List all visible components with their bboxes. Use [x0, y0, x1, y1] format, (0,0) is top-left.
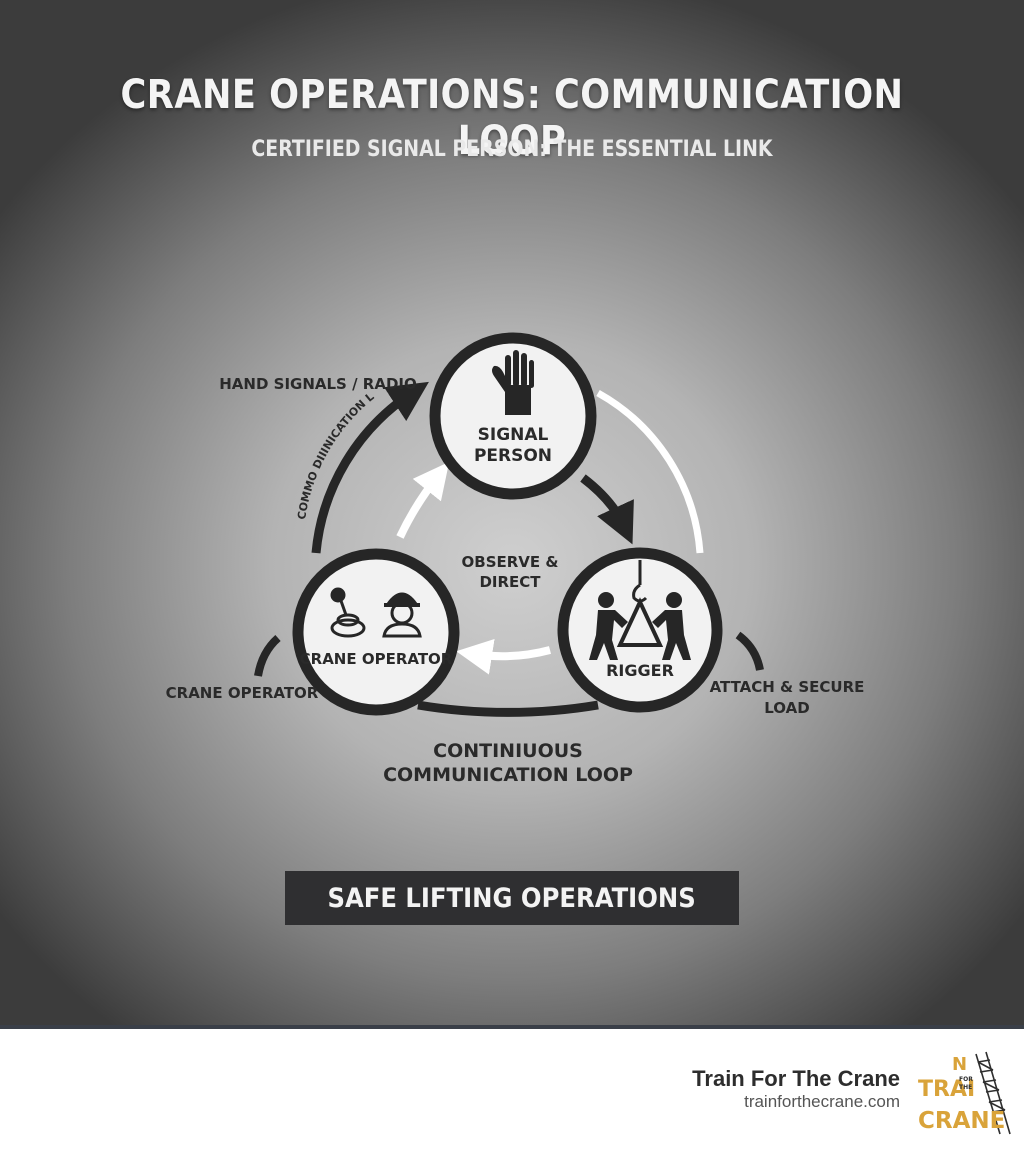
page-title: CRANE OPERATIONS: COMMUNICATION LOOP	[120, 72, 904, 164]
banner-label: SAFE LIFTING OPERATIONS	[327, 882, 697, 914]
attach-secure-label-line2: LOAD	[764, 699, 809, 717]
observe-direct-label-line1: OBSERVE &	[462, 553, 559, 571]
right-arc-stroke	[735, 631, 764, 671]
arc-text-label: COMMO DIIINICATION LOOP	[0, 0, 377, 520]
hand-signals-label: HAND SIGNALS / RADIO	[219, 375, 416, 393]
communication-loop-diagram: SIGNAL PERSON RIGGER	[0, 0, 865, 786]
logo-text-crane: CRANE	[918, 1108, 1005, 1134]
logo-text-train: TRAI	[918, 1077, 975, 1102]
logo-text-for: FOR	[959, 1076, 973, 1083]
brand-url[interactable]: trainforthecrane.com	[744, 1092, 900, 1111]
inner-arrow-rigger-to-operator	[456, 639, 552, 675]
page-subtitle: CERTIFIED SIGNAL PERSON: THE ESSENTIAL L…	[251, 137, 773, 162]
brand-name: Train For The Crane	[692, 1066, 900, 1091]
observe-direct-label-line2: DIRECT	[479, 573, 541, 591]
outer-arrow-operator-to-signal	[311, 381, 429, 554]
logo-text-the: THE	[959, 1084, 972, 1091]
hard-hat-worker-icon	[382, 592, 422, 638]
node-signal-person: SIGNAL PERSON	[429, 332, 597, 500]
inner-arrow-signal-to-rigger	[580, 474, 634, 545]
joystick-icon	[330, 587, 366, 638]
crane-operator-label: CRANE OPERATOR	[300, 650, 453, 668]
rigger-label: RIGGER	[606, 661, 674, 680]
raised-hand-icon	[492, 350, 534, 415]
train-for-the-crane-logo: TRAI N FOR THE CRANE	[918, 1051, 1011, 1135]
poster-bottom-edge	[0, 1025, 1024, 1029]
attach-secure-label-line1: ATTACH & SECURE	[710, 678, 865, 696]
crane-mast-icon	[975, 1051, 1011, 1135]
crane-operator-outer-label: CRANE OPERATOR	[166, 684, 319, 702]
signal-person-label-line2: PERSON	[474, 446, 552, 466]
node-crane-operator: CRANE OPERATOR	[292, 548, 460, 716]
logo-text-n: N	[952, 1054, 967, 1075]
signal-person-label-line1: SIGNAL	[478, 425, 549, 445]
bottom-arc-rigger-to-operator	[417, 700, 599, 717]
inner-arrow-operator-to-signal	[396, 461, 450, 539]
outer-arc-signal-to-rigger	[596, 389, 704, 554]
left-arc-stroke	[254, 634, 281, 677]
poster-background: CRANE OPERATIONS: COMMUNICATION LOOP CER…	[0, 0, 1024, 1025]
safe-lifting-banner: SAFE LIFTING OPERATIONS	[285, 871, 739, 925]
node-rigger: RIGGER	[557, 547, 723, 713]
riggers-with-hook-icon	[589, 560, 691, 660]
loop-label-line2: COMMUNICATION LOOP	[383, 764, 633, 786]
loop-label-line1: CONTINIUOUS	[433, 740, 583, 762]
